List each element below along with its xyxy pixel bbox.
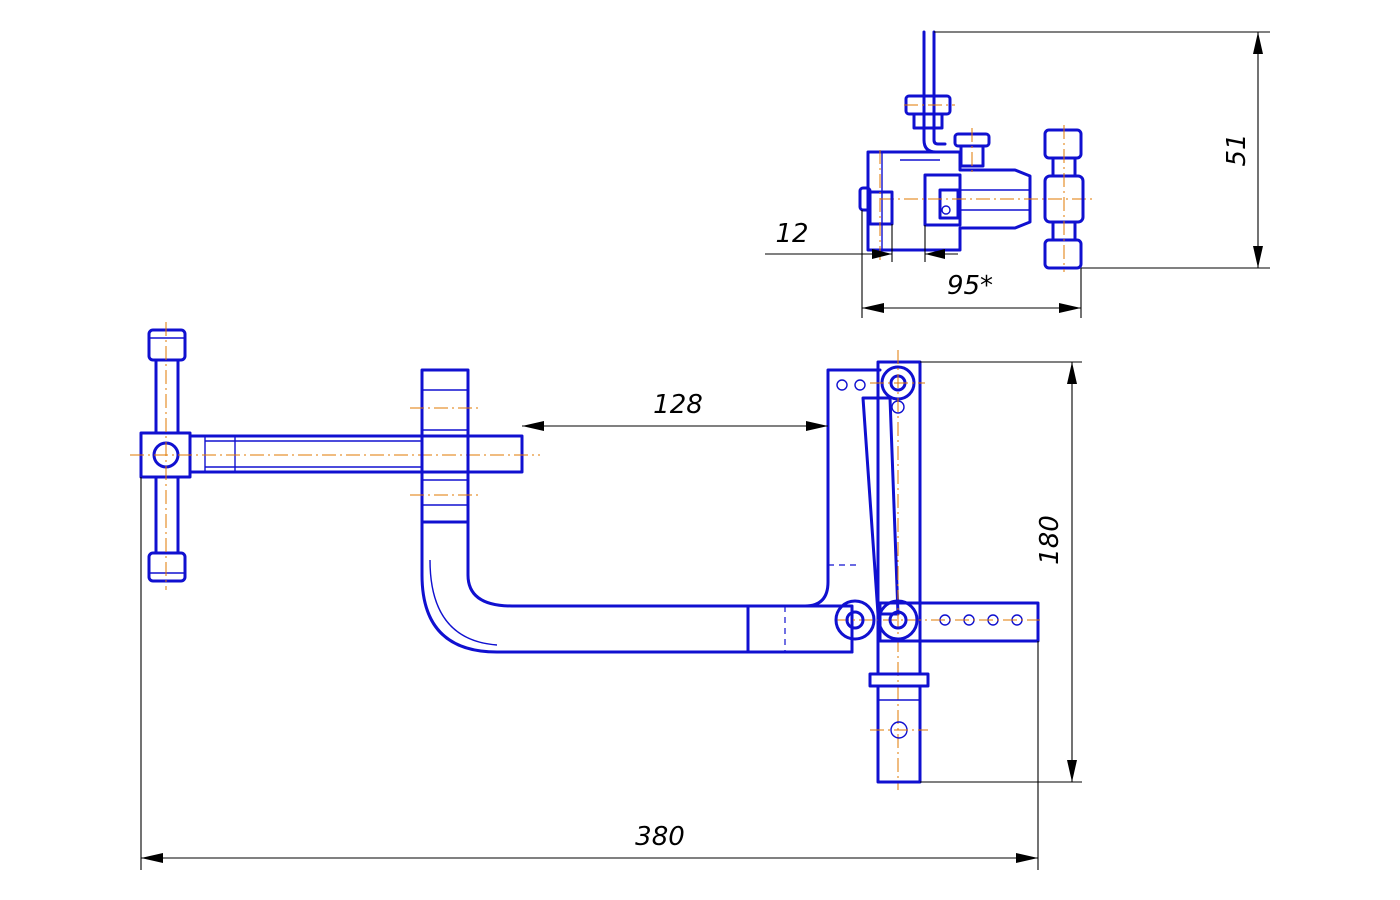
nut-block [410, 368, 480, 524]
dimension-51: 51 [934, 31, 1270, 269]
dimension-95: 95* [861, 210, 1082, 318]
pivot-pins [834, 599, 919, 641]
dimension-12: 12 [765, 219, 958, 262]
t-handle [139, 322, 192, 590]
frame-arm [420, 368, 882, 654]
dimension-128: 128 [522, 390, 828, 431]
dimension-12-label: 12 [775, 219, 808, 249]
dimension-180: 180 [920, 361, 1082, 783]
top-screw [953, 128, 991, 175]
lower-sleeve [868, 672, 930, 784]
lead-screw [130, 434, 540, 474]
dimension-95-label: 95* [947, 271, 993, 301]
top-view: 51 95* 12 [765, 30, 1270, 318]
top-rod [904, 30, 955, 154]
dimension-380: 380 [140, 477, 1039, 870]
clamp-bar [861, 350, 925, 790]
dimension-128-label: 128 [653, 390, 703, 420]
top-t-handle [1043, 125, 1085, 272]
dimension-180-label: 180 [1035, 515, 1065, 565]
dimension-51-label: 51 [1222, 133, 1252, 166]
top-side-knob [858, 150, 894, 262]
front-view: 380 128 180 [130, 322, 1082, 870]
dimension-380-label: 380 [635, 822, 685, 852]
